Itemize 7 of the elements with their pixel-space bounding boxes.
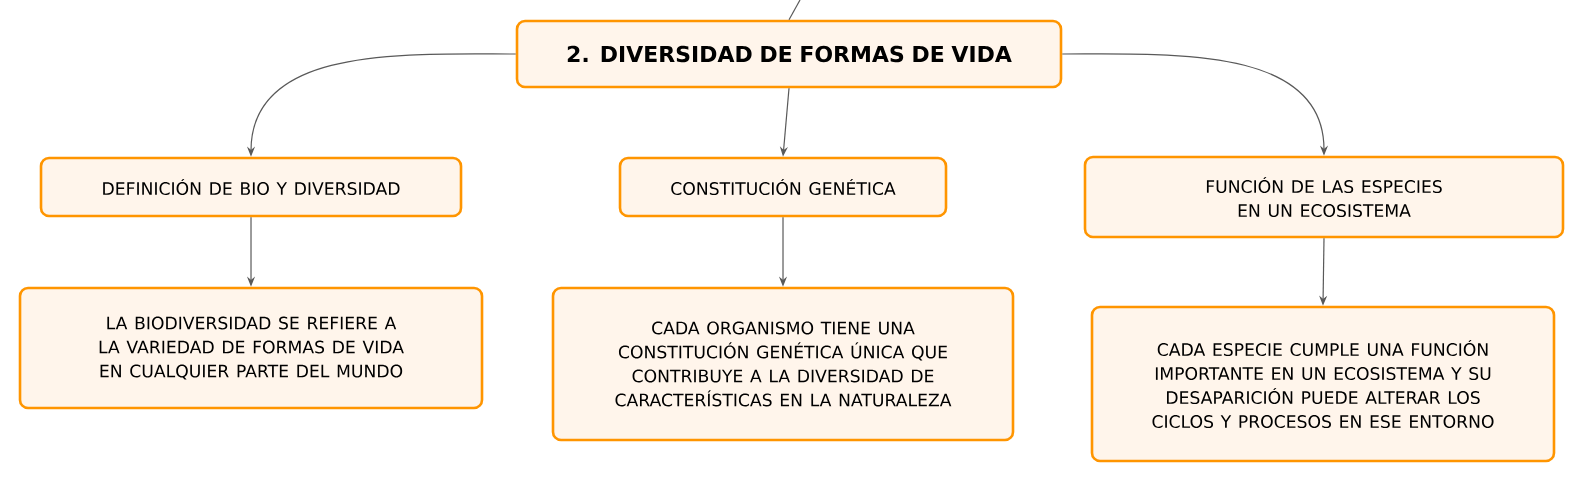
concept-box: LA BIODIVERSIDAD SE REFIERE A LA VARIEDAD DE FORMAS DE VIDA EN CUALQUIER PARTE DEL MUNDO (18, 286, 484, 410)
concept-box: CONSTITUCIÓN GENÉTICA (618, 156, 948, 218)
concept-box: FUNCIÓN DE LAS ESPECIES EN UN ECOSISTEMA (1083, 155, 1565, 239)
title-box: 2. DIVERSIDAD DE FORMAS DE VIDA (515, 19, 1063, 89)
concept-box: CADA ORGANISMO TIENE UNA CONSTITUCIÓN GENÉTICA ÚNICA QUE CONTRIBUYE A LA DIVERSIDAD DE CARACTERÍSTICAS EN LA NATURALEZA (551, 286, 1015, 442)
concept-box: DEFINICIÓN DE BIO Y DIVERSIDAD (39, 156, 463, 218)
concept-box: CADA ESPECIE CUMPLE UNA FUNCIÓN IMPORTANTE EN UN ECOSISTEMA Y SU DESAPARICIÓN PUEDE ALTERAR LOS CICLOS Y PROCESOS EN ESE ENTORNO (1090, 305, 1556, 463)
